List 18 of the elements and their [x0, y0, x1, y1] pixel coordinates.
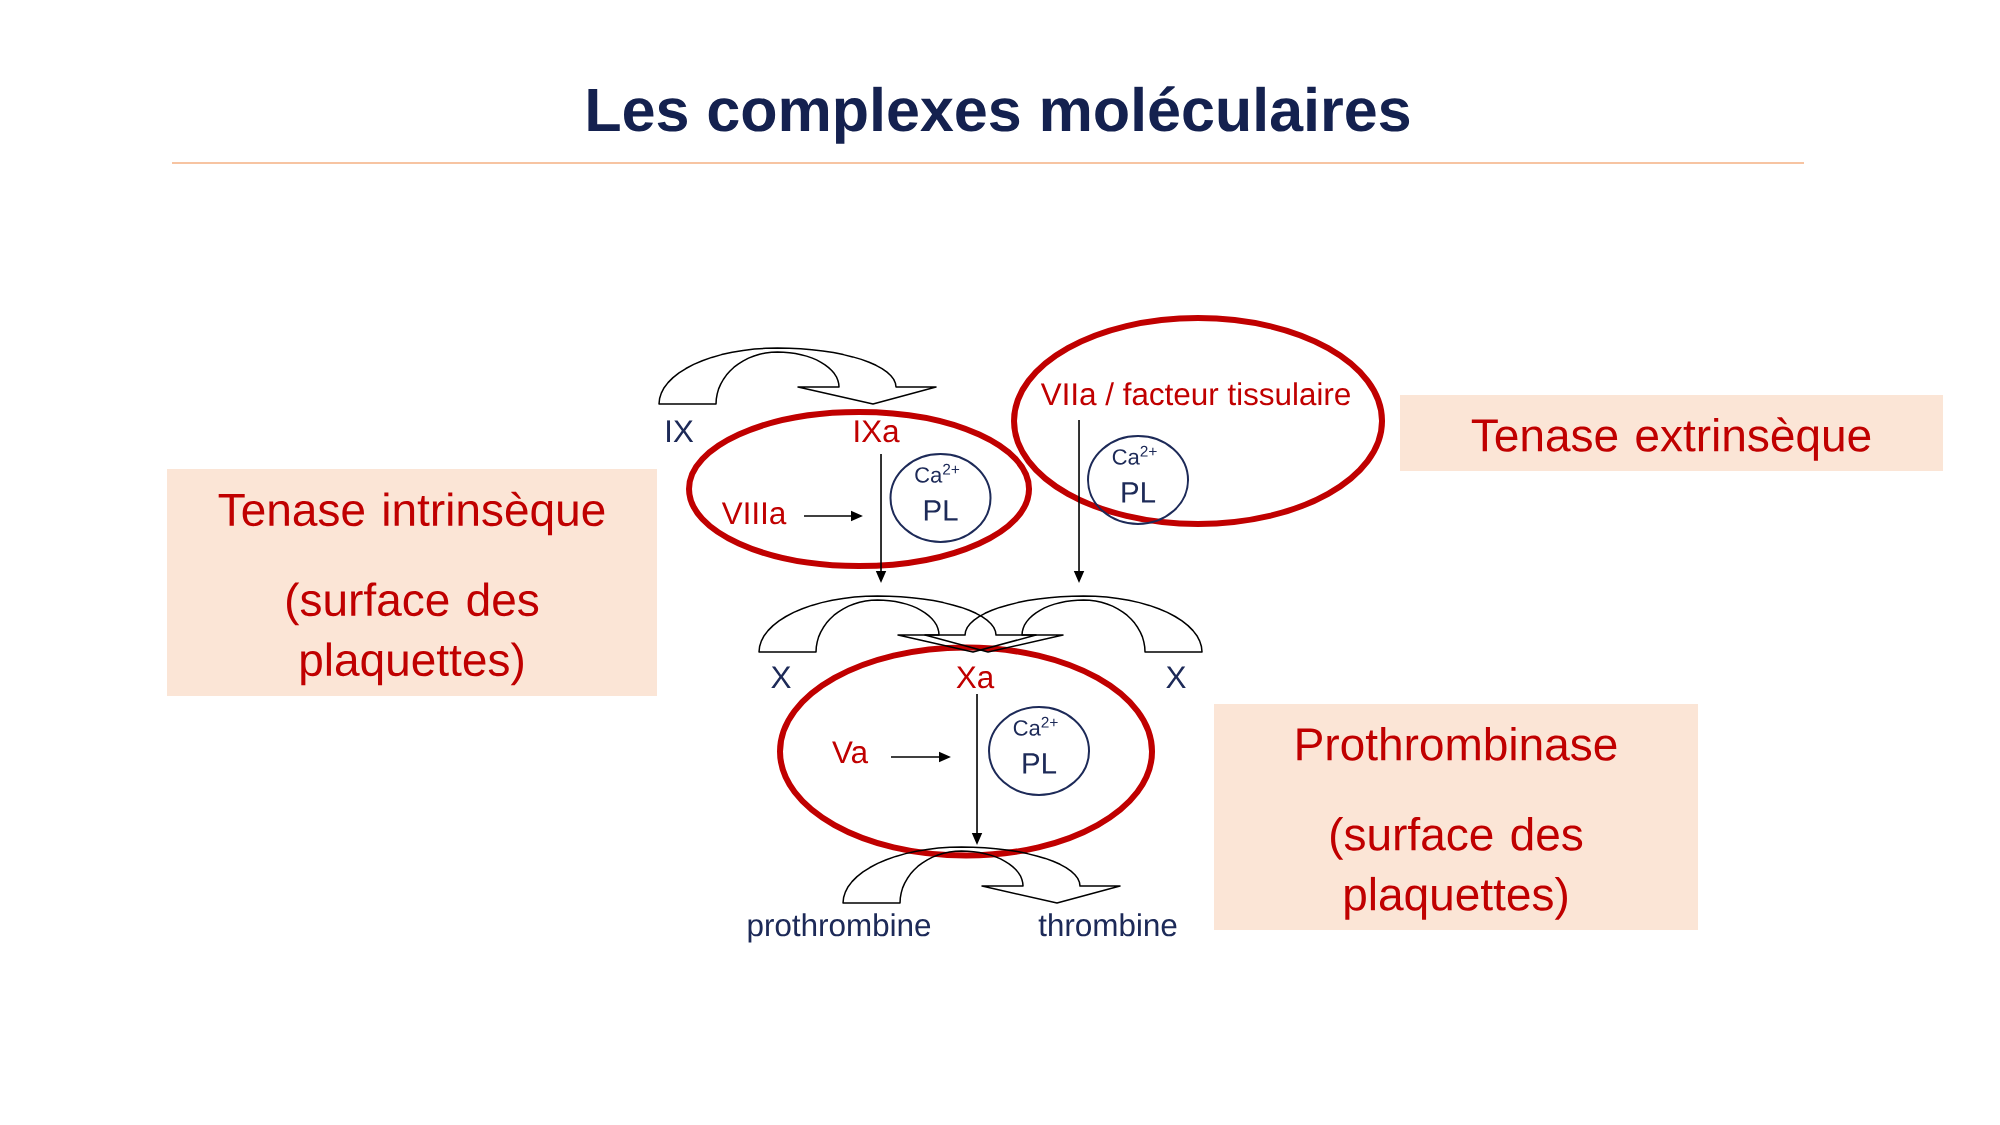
factor-label: VIIIa [721, 502, 787, 525]
label-box: Tenase intrinsèque (surface des plaquettes) [167, 469, 657, 696]
factor-label: prothrombine [748, 913, 931, 943]
factor-label: X [771, 666, 791, 688]
factor-label: X [1166, 666, 1186, 688]
factor-label: VIIa / facteur tissulaire [1040, 382, 1350, 406]
factor-label: Va [832, 741, 869, 764]
block-arrow [924, 595, 1203, 653]
label-box: Tenase extrinsèque [1400, 395, 1944, 471]
title: Les complexes moléculaires [588, 86, 1410, 144]
factor-label: IX [667, 420, 694, 442]
block-arrow [658, 347, 937, 405]
block-arrow [842, 846, 1121, 904]
label-box: Prothrombinase (surface des plaquettes) [1214, 704, 1699, 930]
highlight-ellipse [1011, 315, 1385, 527]
factor-label: Xa [956, 666, 995, 689]
factor-label: thrombine [1038, 913, 1177, 937]
factor-label: IXa [855, 420, 900, 443]
